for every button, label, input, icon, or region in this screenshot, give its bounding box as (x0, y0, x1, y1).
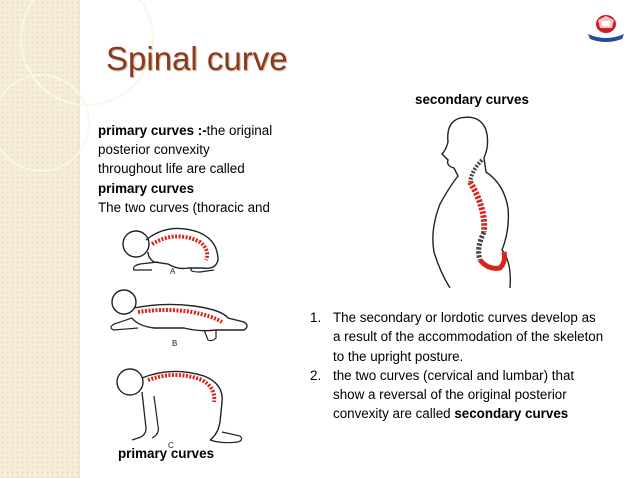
infant-figure-a: A (122, 227, 219, 276)
list-number: 1. (310, 310, 322, 325)
primary-line4: primary curves (98, 180, 195, 196)
infant-figure-b: B (110, 289, 248, 348)
list-number: 2. (310, 367, 322, 383)
primary-line2: posterior convexity (98, 142, 210, 158)
figure-letter-a: A (170, 267, 176, 276)
list-item-bold-term: secondary curves (454, 406, 569, 422)
institution-logo (588, 15, 624, 42)
list-item-text: the two curves (cervical and lumbar) tha… (333, 367, 575, 422)
band-edge-line (78, 0, 80, 478)
primary-line5: The two curves (thoracic and (98, 199, 270, 215)
secondary-curves-label: secondary curves (415, 92, 529, 107)
primary-line1: the original (206, 123, 273, 138)
slide-title: Spinal curve (106, 40, 288, 77)
primary-line3: throughout life are called (98, 161, 245, 177)
figure-letter-b: B (172, 339, 177, 348)
infant-figure-c: C (116, 368, 243, 450)
adult-spine-figure (432, 116, 512, 288)
list-item-text: The secondary or lordotic curves develop… (333, 310, 604, 364)
primary-term: primary curves :- (98, 123, 207, 138)
decorative-ring-lower (0, 74, 90, 172)
primary-curves-definition: primary curves :-the original posterior … (98, 121, 328, 217)
list-item: 2. the two curves (cervical and lumbar) … (306, 366, 606, 424)
secondary-curves-list: 1. The secondary or lordotic curves deve… (306, 308, 606, 424)
figure-letter-c: C (168, 441, 174, 450)
list-item: 1. The secondary or lordotic curves deve… (306, 308, 606, 366)
primary-curves-label: primary curves (118, 446, 215, 461)
